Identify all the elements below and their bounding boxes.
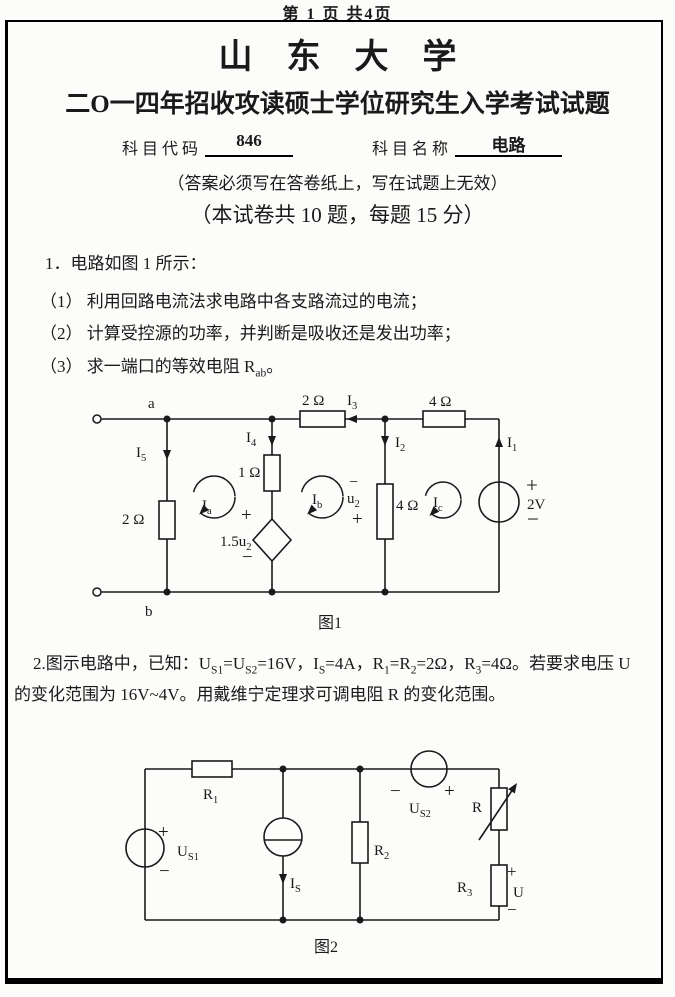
is-arrow-down	[279, 874, 287, 884]
fig2-label-r1: R1	[203, 787, 218, 806]
fig2-label-r3: R3	[457, 880, 472, 899]
fig1-resistor-2ohm-left	[158, 500, 176, 540]
i3-arrow-left	[347, 415, 357, 423]
fig1-loop-current-ia	[192, 475, 236, 519]
fig2-u-plus: +	[507, 862, 517, 881]
question1-stem: 1．电路如图 1 所示：	[45, 254, 207, 273]
fig1-label-i4: I4	[246, 430, 257, 449]
fig2-us1-minus: −	[159, 861, 170, 882]
fig2-voltage-source-us2	[410, 750, 448, 788]
question1-item3: （3） 求一端口的等效电阻 Rab。	[40, 357, 284, 380]
fig2-label-us2: US2	[409, 801, 431, 820]
fig1-label-loop-ib: Ib	[312, 492, 322, 511]
fig1-dependent-source-diamond	[251, 517, 293, 563]
university-title: 山 东 大 学	[218, 39, 457, 76]
fig1-terminal-b	[92, 587, 102, 597]
fig1-terminal-a	[92, 414, 102, 424]
exam-title: 二O一四年招收攻读硕士学位研究生入学考试试题	[65, 91, 610, 118]
fig1-resistor-4ohm-mid	[376, 483, 394, 540]
fig1-label-i2: I2	[395, 435, 405, 454]
fig1-label-loop-ic: Ic	[433, 495, 443, 514]
page-border	[5, 20, 663, 984]
fig1-label-i1: I1	[507, 435, 517, 454]
fig2-us2-plus: +	[444, 781, 455, 802]
fig2-resistor-r1	[191, 760, 233, 778]
fig1-label-terminal-b: b	[145, 604, 153, 620]
fig1-label-4ohm-mid: 4 Ω	[396, 498, 418, 514]
fig1-label-2ohm-top: 2 Ω	[302, 393, 324, 409]
fig2-label-is: IS	[290, 876, 301, 895]
subject-code-value: 846	[205, 131, 293, 157]
fig1-label-loop-ia: Ia	[202, 498, 212, 517]
fig1-label-2ohm-left: 2 Ω	[122, 512, 144, 528]
i5-arrow-down	[163, 450, 171, 460]
subject-name-value: 电路	[455, 131, 562, 157]
fig1-label-4ohm-topright: 4 Ω	[429, 394, 451, 410]
fig2-us2-minus: −	[390, 781, 401, 802]
fig1-label-i3: I3	[347, 393, 357, 412]
fig1-current-arrows	[163, 415, 503, 460]
fig2-resistor-r2	[351, 821, 369, 864]
subject-name-label: 科目名称	[372, 141, 453, 158]
fig1-label-1ohm: 1 Ω	[238, 465, 260, 481]
question1-item2: （2） 计算受控源的功率，并判断是吸收还是发出功率；	[40, 324, 461, 343]
figure2-caption: 图2	[314, 939, 338, 956]
fig2-current-source-is	[263, 817, 303, 857]
figure2-circuit-diagram: R1 + US1 − IS R2 − + US2 R R3 + U − 图2	[125, 750, 524, 956]
fig2-label-r2: R2	[374, 843, 389, 862]
fig2-variable-resistor-arrow	[478, 783, 517, 841]
fig1-loop-current-ib	[300, 475, 344, 519]
fig1-2v-plus: +	[526, 473, 538, 497]
fig1-voltage-source-2v	[478, 481, 520, 523]
page-number-header: 第 1 页 共4页	[282, 6, 393, 23]
figure1-caption: 图1	[318, 615, 342, 632]
fig1-label-i5: I5	[136, 445, 146, 464]
fig2-label-u: U	[513, 885, 524, 901]
fig1-label-2v: 2V	[527, 497, 546, 513]
fig1-node-dots	[163, 415, 389, 596]
fig1-2v-minus: −	[527, 507, 539, 531]
fig1-resistor-4ohm-topright	[422, 410, 466, 428]
question1-item1: （1） 利用回路电流法求电路中各支路流过的电流；	[40, 292, 427, 311]
fig1-u2-minus: −	[349, 474, 358, 491]
fig1-label-u2: u2	[347, 491, 360, 510]
fig1-label-dep-source: 1.5u2	[220, 534, 252, 553]
fig1-resistor-2ohm-top	[299, 410, 346, 428]
question2-line1: 2.图示电路中，已知：US1=US2=16V，IS=4A，R1=R2=2Ω，R3…	[33, 654, 631, 677]
fig1-dep-source-plus: +	[241, 505, 252, 526]
fig1-u2-plus: +	[352, 509, 363, 530]
fig2-label-r-var: R	[472, 800, 482, 816]
subject-code-label: 科目代码	[122, 141, 203, 158]
answer-sheet-notice: （答案必须写在答卷纸上，写在试题上无效）	[167, 174, 508, 193]
fig2-wires	[144, 768, 500, 921]
paper-structure-info: （本试卷共 10 题，每题 15 分）	[190, 203, 485, 227]
fig1-resistor-1ohm	[263, 454, 281, 492]
figure1-circuit-diagram: a b I5 2 Ω Ia I4 1 Ω + 1.5u2 − 2 Ω I3 4 …	[92, 393, 546, 632]
fig2-us1-plus: +	[158, 822, 169, 843]
fig2-voltage-source-us1	[125, 828, 165, 868]
i4-arrow-down	[268, 436, 276, 446]
fig1-dep-source-minus: −	[242, 547, 253, 568]
fig1-label-terminal-a: a	[148, 396, 155, 412]
i1-arrow-up	[495, 437, 503, 447]
fig2-label-us1: US1	[177, 844, 199, 863]
question2-line2: 的变化范围为 16V~4V。用戴维宁定理求可调电阻 R 的变化范围。	[14, 685, 506, 704]
fig2-u-minus: −	[507, 900, 517, 919]
i2-arrow-down	[381, 436, 389, 446]
fig2-node-dots	[279, 765, 364, 924]
fig2-resistor-r3	[490, 864, 508, 907]
fig1-loop-current-ic	[424, 481, 462, 519]
